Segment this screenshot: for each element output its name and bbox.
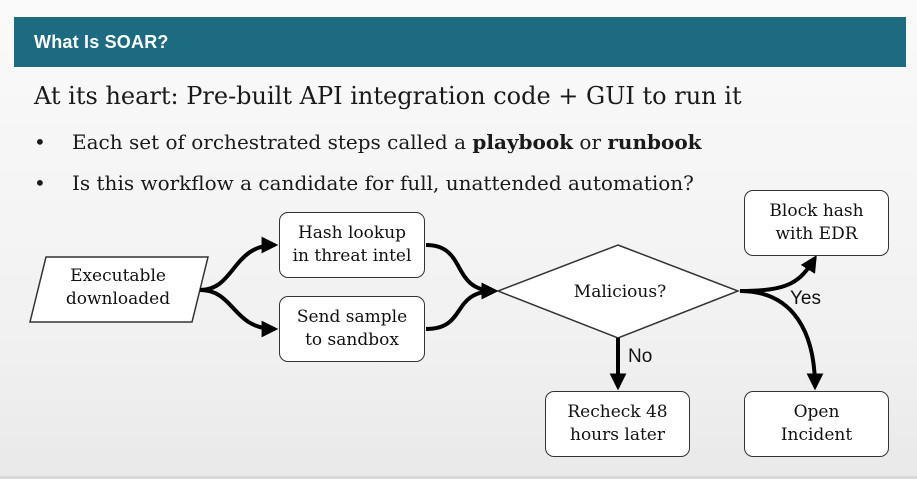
node-label-line: Executable — [70, 266, 166, 286]
bullet-dot: • — [34, 130, 46, 154]
node-label-line: Recheck 48 — [567, 402, 668, 422]
node-label-line: in threat intel — [292, 246, 412, 266]
arrow-start-to-hash — [199, 236, 279, 292]
bullet-dot: • — [34, 171, 46, 195]
bullet-text-pre: Each set of orchestrated steps called a — [72, 130, 473, 154]
arrow-sandbox-to-decision — [425, 282, 499, 331]
bullet-bold-playbook: playbook — [472, 130, 574, 154]
bullet-text-mid: or — [573, 130, 608, 154]
bullet-text: Is this workflow a candidate for full, u… — [72, 171, 694, 195]
arrow-hash-to-decision — [425, 243, 499, 300]
node-label-line: downloaded — [65, 289, 171, 309]
edge-label-yes: Yes — [790, 288, 821, 309]
arrow-start-to-sandbox — [199, 288, 279, 338]
node-open-incident: Open Incident — [744, 391, 889, 457]
node-malicious-decision-label: Malicious? — [573, 282, 667, 302]
node-label-line: to sandbox — [305, 330, 399, 350]
bullet-bold-runbook: runbook — [607, 130, 702, 154]
node-label-line: Send sample — [296, 307, 408, 327]
bullet-playbook: • Each set of orchestrated steps called a… — [34, 130, 702, 154]
node-block-hash: Block hash with EDR — [744, 190, 889, 256]
arrow-yes-to-incident — [739, 289, 824, 391]
node-send-sample: Send sample to sandbox — [279, 296, 425, 362]
node-label-line: Hash lookup — [297, 223, 407, 243]
node-executable-downloaded: Executable downloaded — [40, 265, 196, 311]
node-label-line: hours later — [570, 425, 665, 445]
node-recheck-later: Recheck 48 hours later — [545, 391, 690, 457]
start-parallelogram-shape — [29, 256, 209, 323]
node-label-line: with EDR — [775, 224, 858, 244]
slide-header: What Is SOAR? — [14, 17, 906, 67]
edge-label-no: No — [628, 346, 653, 367]
node-label-line: Block hash — [769, 201, 864, 221]
node-label-line: Open — [793, 402, 840, 422]
slide-bottom-divider — [0, 476, 917, 479]
node-hash-lookup: Hash lookup in threat intel — [279, 212, 425, 278]
headline: At its heart: Pre-built API integration … — [34, 82, 742, 110]
node-label-line: Incident — [780, 425, 853, 445]
slide-title: What Is SOAR? — [34, 32, 169, 52]
bullet-automation-question: • Is this workflow a candidate for full, … — [34, 171, 694, 195]
arrow-yes-to-block — [739, 255, 817, 293]
